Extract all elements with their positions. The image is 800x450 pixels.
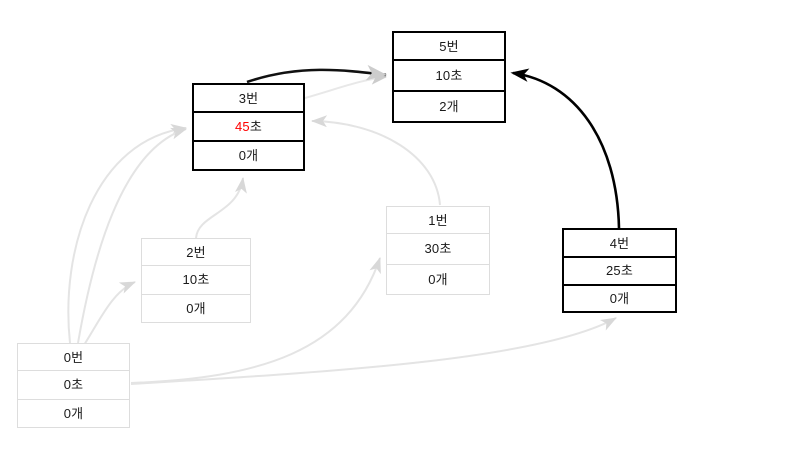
node-4-time: 25초 — [564, 256, 675, 284]
node-2-count: 0개 — [142, 293, 250, 323]
node-4[interactable]: 4번 25초 0개 — [562, 228, 677, 313]
node-2-name: 2번 — [186, 244, 206, 260]
edge-0-to-2 — [83, 281, 136, 346]
node-1-name: 1번 — [428, 212, 448, 228]
node-0-time: 0초 — [18, 370, 129, 399]
node-4-name: 4번 — [609, 235, 630, 251]
node-0-name: 0번 — [63, 349, 84, 365]
node-2-time: 10초 — [142, 265, 250, 294]
edge-3-to-5-idle — [304, 72, 387, 99]
node-2[interactable]: 2번 10초 0개 — [141, 238, 251, 323]
edge-4-to-5-active — [510, 68, 621, 229]
node-0-count: 0개 — [18, 398, 129, 428]
node-1-time: 30초 — [387, 233, 489, 264]
node-5-name: 5번 — [439, 38, 459, 54]
node-1-count: 0개 — [387, 263, 489, 295]
node-1[interactable]: 1번 30초 0개 — [386, 206, 490, 295]
edge-2-to-3 — [195, 177, 247, 239]
node-3-time-value: 45 — [234, 119, 250, 134]
node-5-count: 2개 — [394, 90, 504, 121]
node-5[interactable]: 5번 10초 2개 — [392, 31, 506, 123]
node-4-count: 0개 — [564, 283, 675, 312]
edge-3-to-5-active — [246, 64, 388, 84]
node-3-name: 3번 — [238, 90, 259, 106]
node-3-count: 0개 — [194, 140, 303, 169]
edge-0-to-4 — [130, 317, 617, 385]
node-0[interactable]: 0번 0초 0개 — [17, 343, 130, 428]
node-5-time: 10초 — [394, 59, 504, 90]
node-3-time-unit: 초 — [249, 119, 263, 134]
edge-1-to-3 — [311, 115, 441, 206]
